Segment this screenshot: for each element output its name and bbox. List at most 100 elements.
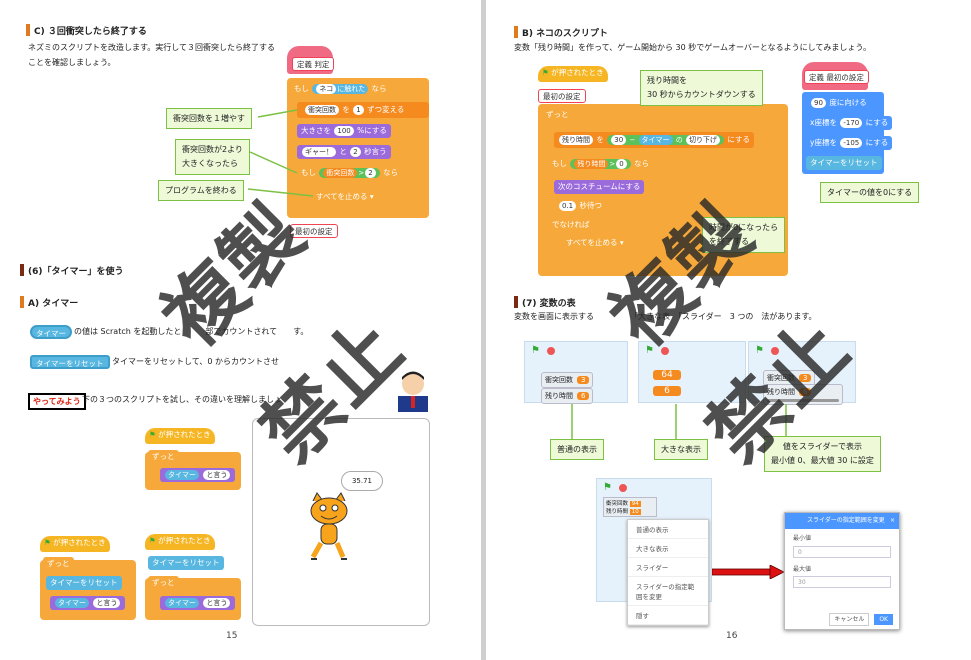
monitor-large-1[interactable]: 64 (653, 370, 681, 380)
stop-icon[interactable] (771, 347, 779, 355)
slider-track[interactable] (767, 399, 839, 402)
script3-reset[interactable]: タイマーをリセット (148, 556, 224, 570)
b-num30[interactable]: 30 (611, 135, 627, 145)
script2-reset[interactable]: タイマーをリセット (46, 576, 122, 590)
flag-icon: ⚑ (44, 538, 51, 547)
init-timer-reset[interactable]: タイマーをリセット (806, 156, 882, 170)
flag-icon[interactable]: ⚑ (755, 345, 764, 356)
b-if-block[interactable]: もし 残り時間>0 なら (548, 157, 654, 171)
script1-forever[interactable]: ずっと (148, 450, 179, 464)
monitor-slider-1-value: 3 (799, 374, 812, 382)
b-gt-operator[interactable]: 残り時間>0 (570, 159, 631, 169)
stop-block[interactable]: すべてを止める ▾ (312, 190, 378, 204)
flag-icon[interactable]: ⚑ (645, 345, 654, 356)
menu-item-large[interactable]: 大きな表示 (628, 539, 708, 558)
b-timer[interactable]: タイマー (638, 135, 673, 145)
section7-text: 変数を画面に表示する 「大きな表 「スライダー 3 つの 法があります。 (514, 310, 817, 324)
script2-say-block[interactable]: タイマー と言う (50, 596, 126, 610)
b-forever[interactable]: ずっと (542, 108, 573, 122)
section-b-marker (514, 26, 518, 38)
stop-icon[interactable] (547, 347, 555, 355)
b-set-var-block[interactable]: 残り時間 を 30 − タイマー の 切り下げ にする (554, 132, 754, 148)
b-flag-hat[interactable]: ⚑ が押されたとき (538, 66, 608, 82)
say-val[interactable]: 2 (350, 147, 361, 157)
point-direction-block[interactable]: 90 度に向ける (806, 96, 871, 110)
close-icon[interactable]: × (889, 517, 895, 524)
set-y-val[interactable]: -105 (840, 138, 863, 148)
gt-operator[interactable]: 衝突回数>2 (319, 168, 380, 178)
b-cmp-var[interactable]: 残り時間 (574, 159, 609, 169)
b-if-label: もし (552, 159, 567, 168)
menu-item-slider[interactable]: スライダー (628, 558, 708, 577)
define-init-hat[interactable]: 定義 最初の設定 (804, 70, 869, 84)
script3-forever[interactable]: ずっと (148, 576, 179, 590)
b-minus-operator[interactable]: 30 − タイマー の 切り下げ (607, 135, 725, 145)
touching-sensor[interactable]: ネコに触れた (312, 84, 369, 94)
b-next-costume[interactable]: 次のコスチュームにする (554, 180, 645, 194)
page-gutter (481, 0, 486, 660)
define-hat-block[interactable]: 定義 判定 (292, 57, 335, 71)
section-a-marker (20, 296, 24, 308)
script3-timer[interactable]: タイマー (165, 598, 199, 608)
flag-icon[interactable]: ⚑ (603, 482, 612, 493)
set-y-block[interactable]: y座標を -105 にする (806, 136, 893, 150)
section-c-text-2: ことを確認しましょう。 (28, 58, 116, 67)
menu-item-hide[interactable]: 隠す (628, 606, 708, 625)
mini-monitor[interactable]: 衝突回数 94 残り時間 10 (603, 497, 657, 517)
change-var-name[interactable]: 衝突回数 (305, 105, 339, 115)
change-var-block[interactable]: 衝突回数 を 1 ずつ変える (300, 103, 409, 117)
b-call-init[interactable]: 最初の設定 (538, 89, 586, 103)
script1-flag-label: が押されたとき (158, 430, 211, 439)
set-x-val[interactable]: -170 (840, 118, 863, 128)
size-block[interactable]: 大きさを 100 %にする (297, 124, 391, 138)
scratch-cat-sprite[interactable] (299, 491, 359, 567)
b-floor[interactable]: 切り下げ (686, 135, 721, 145)
script1-say-block[interactable]: タイマー と言う (160, 468, 236, 482)
mini-monitor-1-value: 94 (629, 501, 641, 507)
stop-icon[interactable] (619, 484, 627, 492)
size-val[interactable]: 100 (334, 126, 354, 136)
script3-flag-hat[interactable]: ⚑ が押されたとき (145, 534, 215, 550)
cmp-val[interactable]: 2 (365, 168, 376, 178)
b-set-var-name[interactable]: 残り時間 (559, 135, 593, 145)
b-wait-val[interactable]: 0.1 (559, 201, 577, 211)
script2-flag-hat[interactable]: ⚑ が押されたとき (40, 536, 110, 552)
stop-icon[interactable] (661, 347, 669, 355)
cmp-var[interactable]: 衝突回数 (323, 168, 358, 178)
script1-timer[interactable]: タイマー (165, 470, 199, 480)
set-x-block[interactable]: x座標を -170 にする (806, 116, 893, 130)
call-init-block[interactable]: 最初の設定 (290, 224, 338, 238)
say-text[interactable]: ギャー！ (302, 147, 336, 157)
if2-block[interactable]: もし 衝突回数>2 なら (297, 166, 403, 180)
ok-button[interactable]: OK (874, 614, 893, 625)
script3-say-block[interactable]: タイマー と言う (160, 596, 236, 610)
label-slider-line2: 最小値 0、最大値 30 に設定 (771, 456, 874, 465)
flag-icon[interactable]: ⚑ (531, 345, 540, 356)
b-else[interactable]: でなければ (548, 218, 594, 232)
b-wait-block[interactable]: 0.1 秒待つ (554, 199, 607, 213)
dialog-max-input[interactable]: 30 (793, 576, 891, 588)
script2-timer[interactable]: タイマー (55, 598, 89, 608)
change-val[interactable]: 1 (353, 105, 364, 115)
b-cmp-val[interactable]: 0 (616, 159, 627, 169)
dialog-min-input[interactable]: 0 (793, 546, 891, 558)
say-block[interactable]: ギャー！ と 2 秒言う (297, 145, 391, 159)
cancel-button[interactable]: キャンセル (829, 613, 870, 626)
b-stop-block[interactable]: すべてを止める ▾ (562, 236, 628, 250)
if-block[interactable]: もし ネコに触れた なら (290, 82, 391, 96)
timer-reset-block[interactable]: タイマーをリセット (30, 355, 110, 369)
menu-item-slider-range[interactable]: スライダーの指定範囲を変更 (628, 577, 708, 606)
direction-val[interactable]: 90 (811, 98, 826, 108)
monitor-normal-1-value: 3 (577, 376, 590, 384)
stage-preview[interactable]: 35.71 (252, 418, 430, 626)
label-slider: 値をスライダーで表示 最小値 0、最大値 30 に設定 (764, 436, 881, 472)
script1-flag-hat[interactable]: ⚑ が押されたとき (145, 428, 215, 444)
timer-reporter[interactable]: タイマー (30, 325, 72, 339)
touch-target[interactable]: ネコ (316, 84, 337, 94)
menu-item-normal[interactable]: 普通の表示 (628, 520, 708, 539)
script2-forever[interactable]: ずっと (43, 557, 74, 571)
monitor-large-2[interactable]: 6 (653, 386, 681, 396)
